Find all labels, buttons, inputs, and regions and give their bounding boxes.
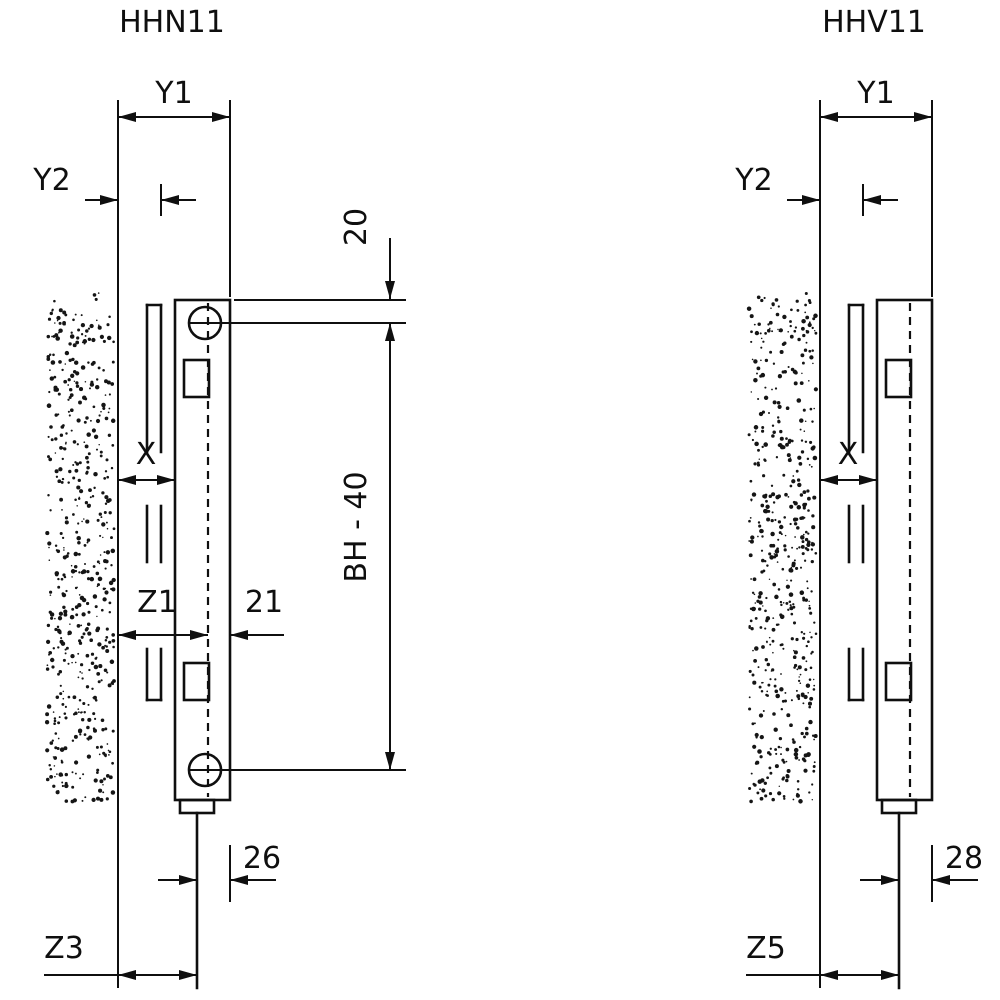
dim-label-y1-right: Y1	[856, 76, 894, 111]
dimension-y2-left: Y2	[32, 163, 196, 216]
dim-label-y2-left: Y2	[32, 163, 70, 198]
wall-hatch-right	[746, 292, 818, 804]
dimension-y1-left: Y1	[118, 76, 231, 297]
dimension-z3-left: Z3	[44, 931, 197, 980]
bottom-connection	[880, 798, 918, 815]
figure-title-left: HHN11	[119, 5, 225, 40]
dim-label-z1-left: Z1	[137, 585, 177, 620]
dimension-21-left: 21	[230, 585, 284, 640]
dimension-bh40-left: BH - 40	[188, 322, 406, 771]
dimension-z1-left: Z1	[118, 585, 208, 640]
dimension-x-left: X	[118, 437, 175, 485]
dimension-x-right: X	[820, 437, 877, 485]
radiator-section-right	[847, 298, 934, 990]
dim-label-28-right: 28	[945, 841, 983, 876]
dim-label-y1-left: Y1	[154, 76, 192, 111]
dim-label-x-right: X	[838, 437, 859, 472]
dim-label-z3-left: Z3	[44, 931, 84, 966]
dim-label-x-left: X	[136, 437, 157, 472]
top-hanger-hook	[884, 358, 913, 399]
wall-bracket-right	[847, 303, 865, 702]
dimension-20-left: 20	[234, 208, 406, 301]
dim-label-20-left: 20	[339, 208, 374, 246]
figure-hhv11: HHV11	[734, 5, 983, 990]
bottom-hanger-hook	[884, 661, 913, 702]
dim-label-y2-right: Y2	[734, 163, 772, 198]
dim-label-21-left: 21	[245, 585, 283, 620]
dimension-26-left: 26	[158, 841, 281, 902]
radiator-section-left	[145, 298, 232, 990]
figure-title-right: HHV11	[822, 5, 926, 40]
top-hanger-hook	[182, 358, 211, 399]
bottom-hanger-hook	[182, 661, 211, 702]
figure-hhn11: HHN11	[32, 5, 406, 990]
wall-bracket-left	[145, 303, 163, 702]
dimension-y2-right: Y2	[734, 163, 898, 216]
dimension-y1-right: Y1	[820, 76, 933, 297]
bottom-connection	[178, 798, 216, 815]
dimension-z5-right: Z5	[746, 931, 899, 980]
dim-label-26-left: 26	[243, 841, 281, 876]
dim-label-bh40-left: BH - 40	[339, 471, 374, 582]
dim-label-z5-right: Z5	[746, 931, 786, 966]
dimension-28-right: 28	[860, 841, 983, 902]
wall-hatch-left	[44, 292, 116, 804]
